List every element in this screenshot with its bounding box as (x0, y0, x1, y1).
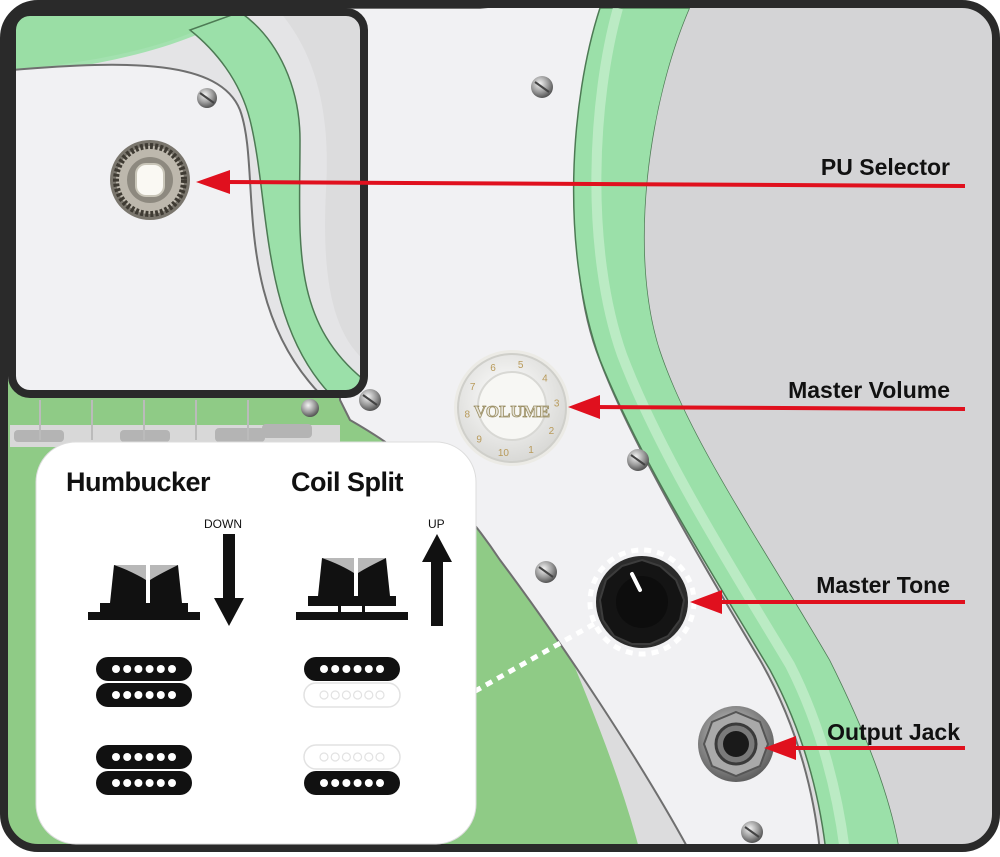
pickguard-screws (359, 76, 763, 843)
output-jack-arrowhead (764, 736, 796, 760)
pu-selector-label: PU Selector (820, 154, 950, 180)
pole-piece (134, 691, 143, 699)
pole-piece (342, 665, 351, 673)
volume-knob-number: 2 (549, 426, 555, 437)
pole-piece (364, 752, 374, 762)
pole-piece (319, 690, 329, 700)
pu-selector-inset (8, 8, 368, 398)
binding-highlight (591, 6, 850, 848)
pole-piece (319, 752, 329, 762)
pole-piece (353, 690, 363, 700)
pole-piece (364, 779, 373, 787)
pole-piece (156, 691, 165, 699)
pole-piece (341, 690, 351, 700)
pole-piece (156, 753, 165, 761)
pole-piece (353, 779, 362, 787)
coil-pole-pieces (112, 665, 385, 787)
guitar-top (644, 4, 996, 848)
volume-knob-number: 4 (542, 373, 548, 384)
pole-piece (320, 779, 328, 787)
pole-piece (168, 753, 176, 761)
pole-piece (134, 779, 143, 787)
pole-piece (330, 690, 340, 700)
pole-piece (112, 779, 120, 787)
pole-piece (376, 665, 384, 673)
master-volume-label: Master Volume (788, 377, 950, 403)
pole-piece (145, 753, 154, 761)
pole-piece (156, 779, 165, 787)
pole-piece (330, 752, 340, 762)
up-arrow-icon (422, 534, 452, 626)
humbucker-top-coil-pair (96, 657, 192, 707)
pole-piece (375, 752, 385, 762)
volume-knob-number: 5 (518, 360, 524, 371)
pole-piece (364, 690, 374, 700)
pole-piece (353, 752, 363, 762)
volume-knob-number: 6 (490, 363, 496, 374)
pole-piece (123, 665, 132, 673)
humbucker-title: Humbucker (66, 467, 211, 497)
tone-knob-pointer (630, 572, 642, 592)
callout-arrows (196, 170, 966, 760)
pole-piece (156, 665, 165, 673)
pole-piece (145, 779, 154, 787)
volume-knob-number: 10 (498, 448, 510, 459)
pu-selector-arrowhead (196, 170, 230, 194)
pole-piece (364, 665, 373, 673)
pole-piece (112, 691, 120, 699)
pole-piece (145, 665, 154, 673)
coil-split-bottom-coil-pair (303, 744, 401, 795)
volume-knob-number: 8 (465, 410, 471, 421)
pole-piece (123, 779, 132, 787)
pole-piece (331, 779, 340, 787)
tone-leader-line (468, 621, 596, 697)
down-arrow-icon (214, 534, 244, 626)
humbucker-bottom-coil-pair (96, 745, 192, 795)
pole-piece (134, 753, 143, 761)
pole-piece (331, 665, 340, 673)
pole-piece (353, 665, 362, 673)
master-tone-label: Master Tone (816, 572, 950, 598)
output-jack (698, 706, 774, 782)
pole-piece (134, 665, 143, 673)
volume-knob-number: 3 (554, 399, 560, 410)
up-direction-label: UP (428, 517, 445, 531)
volume-knob: VOLUME 1 2 3 4 5 6 7 8 9 10 (454, 350, 570, 466)
volume-knob-number: 9 (476, 435, 482, 446)
pole-piece (112, 753, 120, 761)
pole-piece (112, 665, 120, 673)
volume-knob-number: 1 (528, 445, 534, 456)
pole-piece (376, 779, 384, 787)
pole-piece (342, 779, 351, 787)
pole-piece (168, 691, 176, 699)
coil-split-pickup-icon (296, 558, 408, 620)
pole-piece (168, 665, 176, 673)
pole-piece (320, 665, 328, 673)
output-jack-label: Output Jack (827, 719, 960, 745)
master-volume-arrowhead (568, 395, 600, 419)
volume-knob-number: 7 (470, 382, 476, 393)
volume-knob-numbers: 1 2 3 4 5 6 7 8 9 10 (465, 360, 560, 459)
pickup-mode-panel (35, 441, 477, 845)
master-volume-arrow-line (591, 405, 966, 411)
pole-piece (341, 752, 351, 762)
humbucker-pickup-icon (88, 565, 200, 620)
volume-knob-text: VOLUME (474, 402, 550, 421)
coil-split-title: Coil Split (291, 467, 404, 497)
pole-piece (145, 691, 154, 699)
pole-piece (168, 779, 176, 787)
pole-piece (123, 691, 132, 699)
pole-piece (123, 753, 132, 761)
down-direction-label: DOWN (204, 517, 242, 531)
coil-split-top-coil-pair (303, 657, 401, 708)
pole-piece (375, 690, 385, 700)
master-tone-arrowhead (690, 590, 722, 614)
pu-selector-arrow-line (221, 180, 966, 188)
